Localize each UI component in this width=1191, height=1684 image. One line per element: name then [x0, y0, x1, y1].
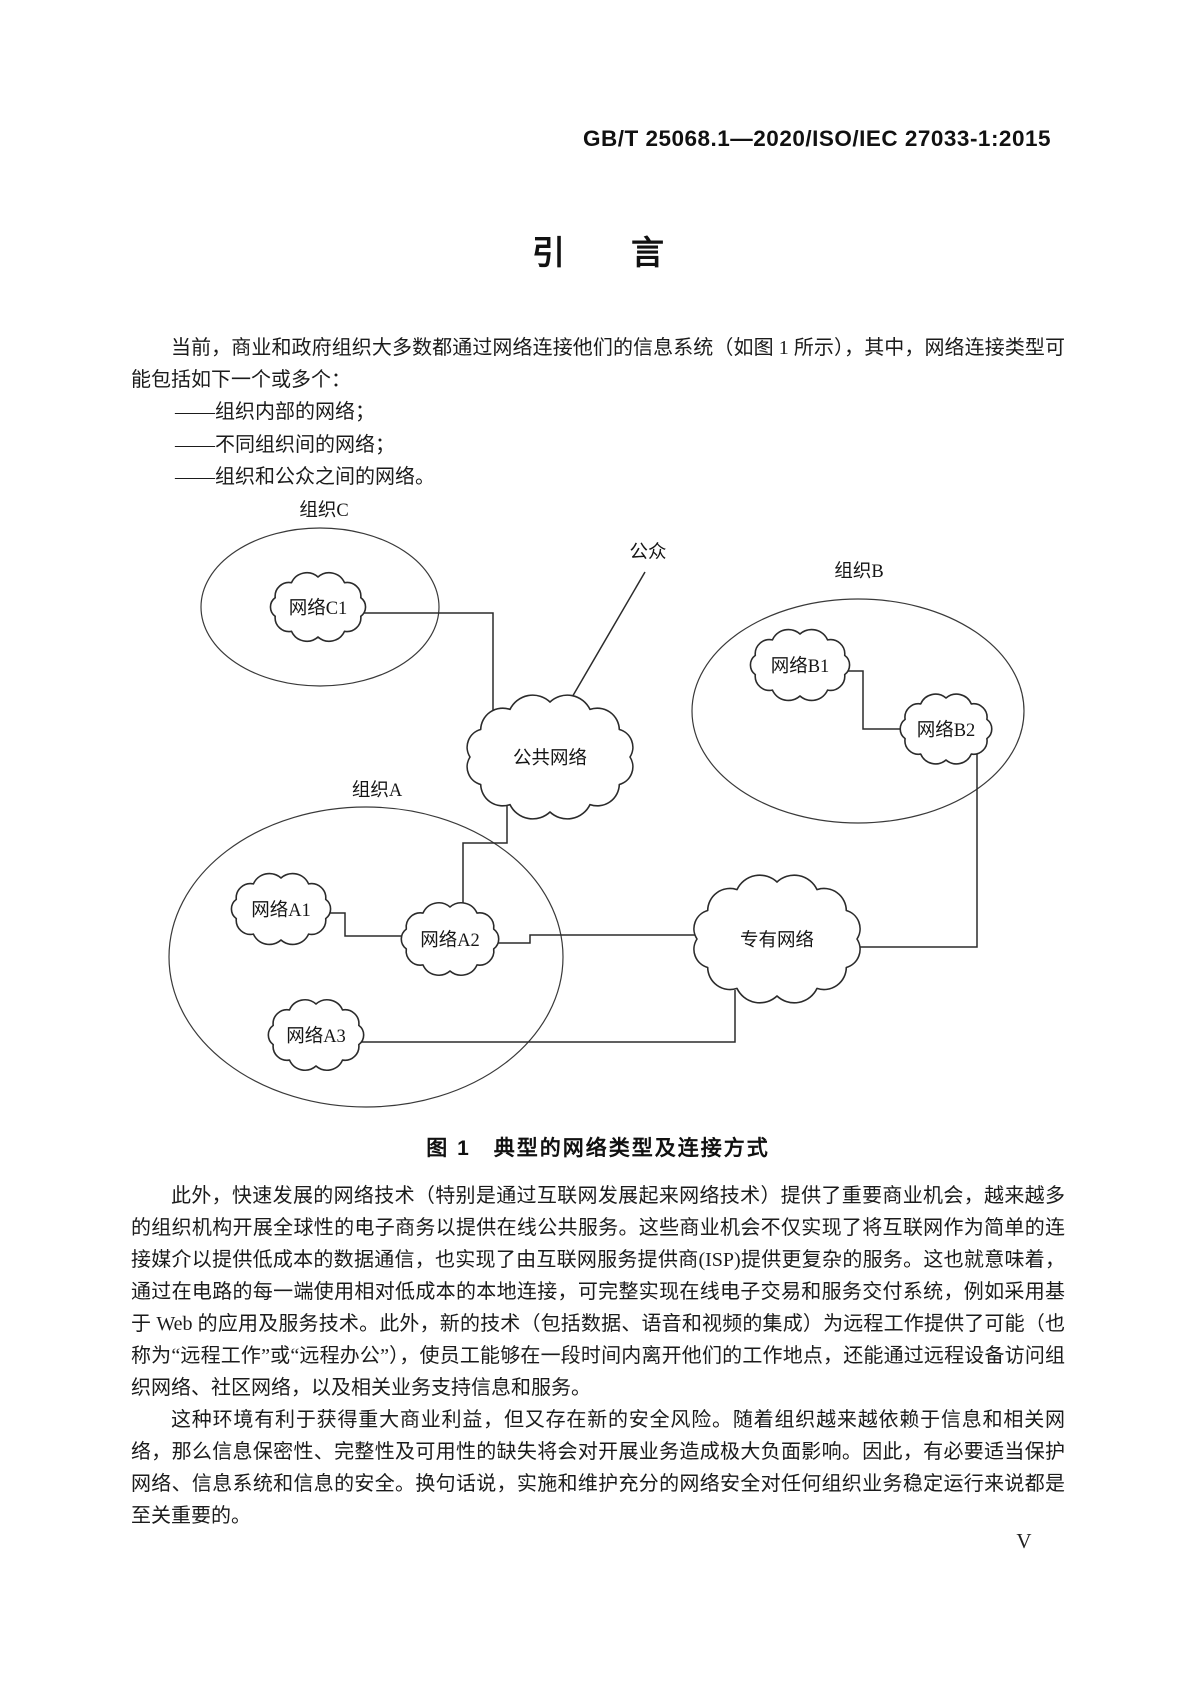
connector-public-to-public-network — [570, 571, 646, 700]
network-c1-label: 网络C1 — [289, 598, 348, 619]
network-b1-cloud — [749, 628, 851, 702]
connector-a1-to-a2 — [320, 912, 410, 937]
network-c1-cloud — [269, 571, 367, 643]
connector-b2-to-private-network — [860, 742, 978, 948]
page-title: 引 言 — [532, 234, 664, 271]
figure-caption: 图 1 典型的网络类型及连接方式 — [426, 1137, 770, 1160]
public-network-cloud — [466, 694, 634, 820]
network-a2-label: 网络A2 — [420, 930, 480, 951]
network-b2-cloud — [899, 693, 993, 765]
connector-public-network-to-a2 — [462, 800, 508, 908]
connector-b1-to-b2 — [835, 670, 905, 730]
network-a3-cloud — [267, 999, 365, 1071]
public-label: 公众 — [629, 542, 666, 563]
org-a-boundary — [168, 806, 564, 1108]
connector-a3-to-private-network — [352, 990, 736, 1043]
private-network-label: 专有网络 — [740, 930, 814, 951]
network-a2-cloud — [400, 902, 500, 976]
intro-paragraph-3: 这种环境有利于获得重大商业利益，但又存在新的安全风险。随着组织越来越依赖于信息和… — [131, 1409, 1065, 1527]
network-b2-label: 网络B2 — [917, 720, 976, 741]
page-number: V — [1016, 1529, 1032, 1553]
connector-a2-to-private-network — [488, 934, 703, 944]
connector-c1-to-public-network — [340, 612, 494, 712]
org-c-label: 组织C — [299, 500, 348, 521]
intro-paragraph-1: 当前，商业和政府组织大多数都通过网络连接他们的信息系统（如图 1 所示），其中，… — [131, 337, 1065, 391]
network-type-item-2: ——不同组织间的网络； — [175, 434, 395, 456]
standard-designation: GB/T 25068.1—2020/ISO/IEC 27033-1:2015 — [582, 126, 1051, 151]
intro-paragraph-2: 此外，快速发展的网络技术（特别是通过互联网发展起来网络技术）提供了重要商业机会，… — [131, 1185, 1065, 1399]
figure-1-network-diagram: 组织C 公众 组织B 组织A 网络C1 网络B1 网络B2 公共网络 网络A1 … — [168, 500, 1025, 1108]
network-type-item-1: ——组织内部的网络； — [175, 401, 375, 423]
org-b-label: 组织B — [834, 561, 883, 582]
org-a-label: 组织A — [352, 780, 403, 801]
network-b1-label: 网络B1 — [771, 656, 830, 677]
network-type-item-3: ——组织和公众之间的网络。 — [175, 466, 435, 488]
network-a1-cloud — [230, 872, 332, 946]
network-a1-label: 网络A1 — [251, 900, 311, 921]
network-a3-label: 网络A3 — [286, 1026, 346, 1047]
public-network-label: 公共网络 — [513, 748, 587, 769]
private-network-cloud — [693, 874, 861, 1004]
org-c-boundary — [200, 527, 440, 687]
org-b-boundary — [691, 598, 1025, 824]
